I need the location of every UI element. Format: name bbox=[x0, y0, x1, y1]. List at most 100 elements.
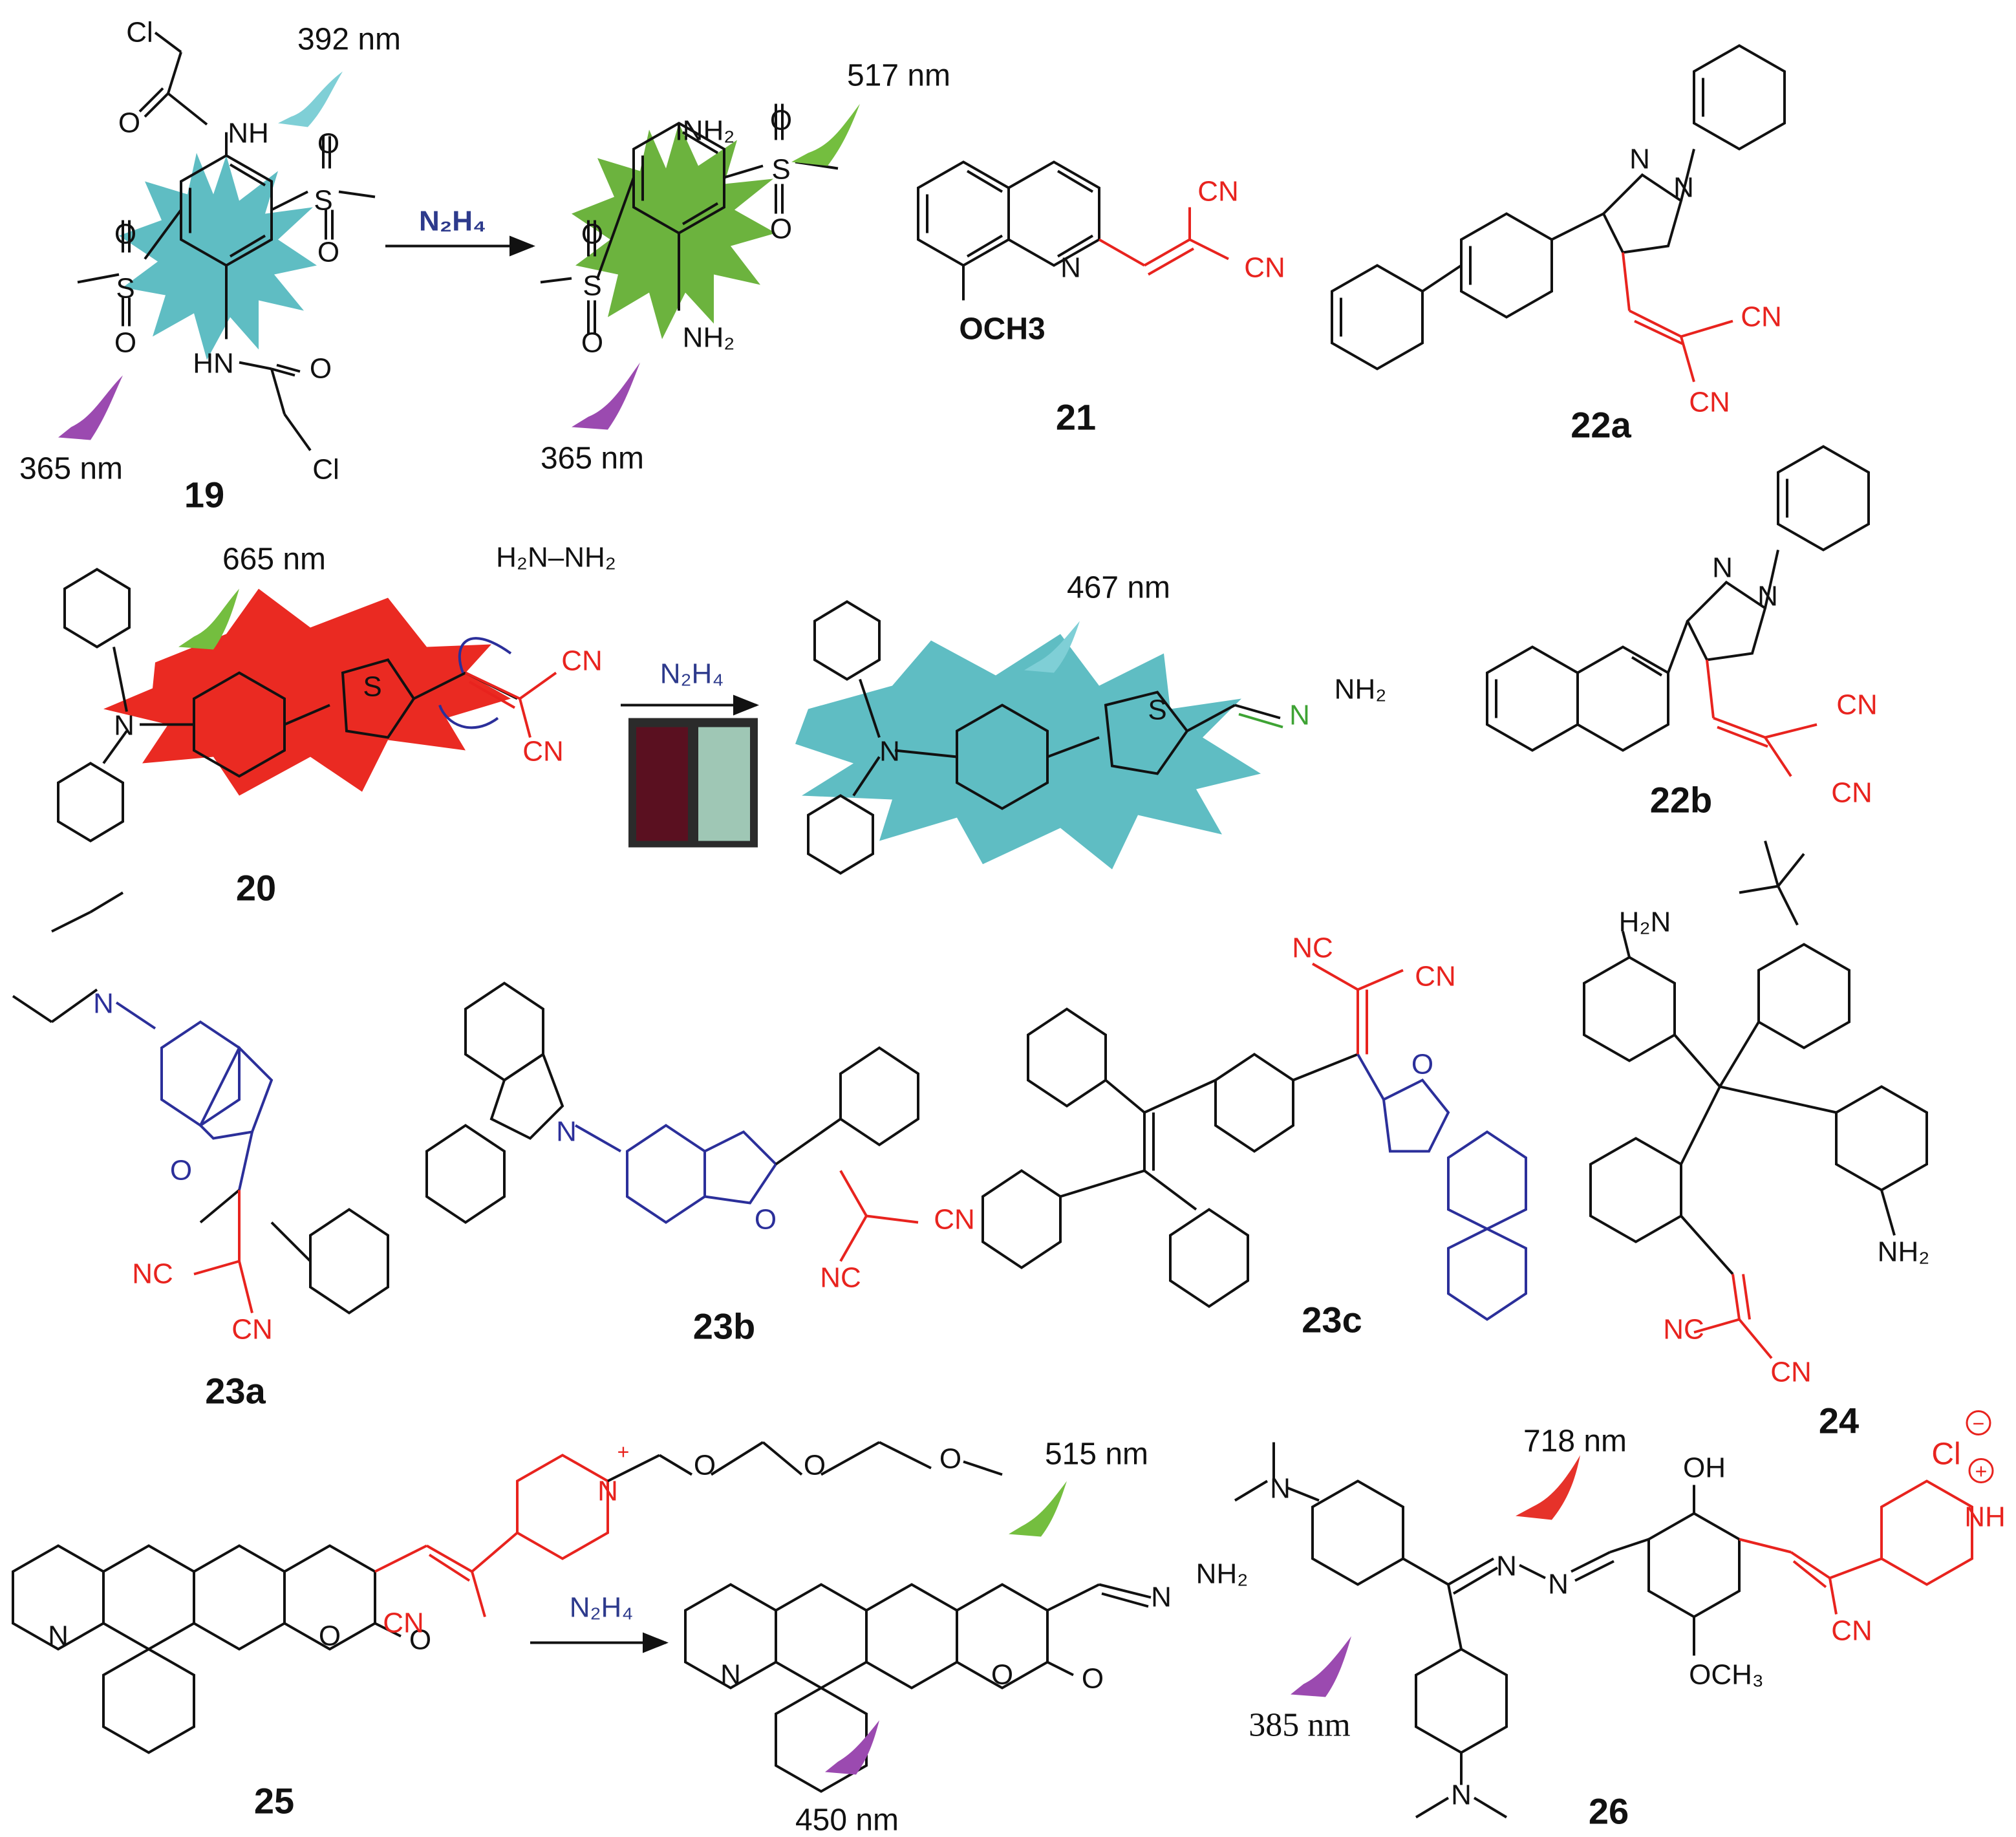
curved-arrow bbox=[438, 704, 499, 729]
atom-n: N bbox=[1289, 700, 1310, 731]
wavelength-label: 665 nm bbox=[222, 543, 326, 577]
charge-label: + bbox=[617, 1441, 630, 1464]
nitrile-label: CN bbox=[383, 1607, 424, 1639]
atom-o: O bbox=[114, 219, 136, 250]
nitrile-label: CN bbox=[1770, 1357, 1812, 1388]
nitrile-label: CN bbox=[522, 736, 564, 768]
nitrile-label: CN bbox=[1836, 689, 1878, 721]
nitrile-label: NC bbox=[132, 1258, 173, 1290]
charge-circle-icon bbox=[1966, 1410, 1991, 1435]
atom-s: S bbox=[363, 671, 381, 703]
atom-o: O bbox=[114, 327, 136, 359]
compound-23c bbox=[981, 962, 1527, 1321]
atom-o: O bbox=[581, 327, 603, 359]
wavelength-label: 392 nm bbox=[297, 23, 401, 57]
atom-n: N bbox=[1496, 1551, 1517, 1582]
reagent-label: N₂H₄ bbox=[419, 206, 486, 237]
nitrile-label: CN bbox=[1831, 1615, 1872, 1647]
excitation-wavy-arrow-icon bbox=[58, 375, 123, 440]
compound-number: 22a bbox=[1571, 405, 1631, 446]
emission-wavy-arrow-icon bbox=[1516, 1455, 1580, 1520]
atom-n: N bbox=[1629, 144, 1650, 175]
atom-n: N bbox=[1451, 1779, 1472, 1811]
curved-arrow bbox=[458, 637, 512, 674]
nitrile-label: CN bbox=[1689, 387, 1730, 418]
nitrile-label: NC bbox=[1663, 1314, 1704, 1346]
atom-o: O bbox=[1082, 1663, 1104, 1695]
atom-n: N bbox=[1757, 581, 1778, 612]
atom-s: S bbox=[116, 273, 134, 305]
atom-nh2: NH₂ bbox=[1878, 1236, 1930, 1268]
atom-o: O bbox=[694, 1450, 716, 1481]
charge-label: − bbox=[1973, 1412, 1985, 1435]
compound-19 bbox=[77, 31, 376, 451]
atom-n: N bbox=[1673, 172, 1694, 204]
atom-nh2: NH₂ bbox=[683, 322, 735, 354]
methoxy-label: OCH₃ bbox=[1689, 1659, 1764, 1691]
atom-n: N bbox=[879, 736, 900, 768]
nitrile-label: CN bbox=[1831, 777, 1872, 809]
wavelength-label: 450 nm bbox=[795, 1803, 899, 1837]
atom-o: O bbox=[317, 128, 339, 160]
excitation-wavy-arrow-icon bbox=[572, 362, 640, 430]
compound-22a bbox=[1331, 44, 1786, 371]
atom-cl: Cl bbox=[126, 17, 153, 48]
atom-n: N bbox=[1548, 1569, 1569, 1600]
compound-number: 23b bbox=[693, 1306, 756, 1347]
reagent-label: N₂H₄ bbox=[660, 658, 724, 690]
excitation-wavy-arrow-icon bbox=[1291, 1636, 1351, 1697]
wavelength-label: 365 nm bbox=[19, 452, 123, 486]
charge-label: + bbox=[1975, 1460, 1988, 1483]
emission-wavy-arrow-icon bbox=[1024, 621, 1080, 673]
hydrazine-label: H₂N–NH₂ bbox=[496, 542, 616, 574]
fluorescence-burst-icon bbox=[103, 588, 511, 796]
vial-photo-icon bbox=[628, 718, 758, 848]
atom-n: N bbox=[1712, 552, 1733, 584]
emission-wavy-arrow-icon bbox=[791, 103, 860, 166]
wavelength-label: 385 nm bbox=[1249, 1707, 1350, 1744]
compound-19-product bbox=[540, 103, 839, 334]
emission-wavy-arrow-icon bbox=[1009, 1481, 1067, 1537]
nitrile-label: CN bbox=[1741, 301, 1782, 333]
nitrile-label: NC bbox=[820, 1262, 861, 1294]
atom-o: O bbox=[319, 1620, 341, 1652]
fluorescence-burst-icon bbox=[795, 634, 1261, 870]
atom-o: O bbox=[770, 213, 792, 245]
compound-number: 20 bbox=[236, 868, 276, 908]
nitrile-label: CN bbox=[1415, 961, 1456, 993]
compound-number: 23a bbox=[205, 1371, 266, 1412]
compound-24 bbox=[1583, 840, 1928, 1359]
atom-n: N bbox=[93, 988, 114, 1020]
wavelength-label: 515 nm bbox=[1045, 1437, 1148, 1472]
compound-number: 25 bbox=[254, 1781, 294, 1821]
atom-o: O bbox=[804, 1450, 826, 1481]
compound-number: 19 bbox=[184, 475, 224, 515]
nitrile-label: CN bbox=[231, 1314, 273, 1346]
atom-nh2: NH₂ bbox=[1196, 1558, 1249, 1590]
wavelength-label: 365 nm bbox=[541, 442, 644, 476]
atom-s: S bbox=[314, 185, 332, 217]
atom-oh: OH bbox=[1683, 1452, 1726, 1484]
fluorescence-burst-icon bbox=[119, 153, 317, 360]
nitrile-label: CN bbox=[1244, 252, 1285, 284]
compound-23b bbox=[425, 982, 919, 1262]
atom-s: S bbox=[1148, 694, 1166, 726]
atom-cl: Cl bbox=[312, 454, 339, 486]
atom-n: N bbox=[597, 1476, 618, 1507]
atom-nh2: NH₂ bbox=[1335, 674, 1387, 705]
excitation-wavy-arrow-icon bbox=[825, 1720, 879, 1775]
atom-nh: NH bbox=[1964, 1501, 2006, 1533]
reagent-label: N₂H₄ bbox=[570, 1592, 634, 1624]
nitrile-label: NC bbox=[1292, 932, 1333, 964]
atom-n: N bbox=[114, 710, 134, 742]
atom-o: O bbox=[770, 105, 792, 136]
atom-o: O bbox=[310, 353, 332, 385]
wavelength-label: 467 nm bbox=[1067, 571, 1170, 605]
atom-s: S bbox=[771, 154, 790, 186]
methoxy-label: OCH3 bbox=[959, 312, 1045, 347]
compound-number: 21 bbox=[1056, 397, 1096, 438]
wavelength-label: 517 nm bbox=[847, 59, 950, 93]
atom-n: N bbox=[720, 1659, 741, 1691]
atom-n: N bbox=[556, 1116, 577, 1148]
